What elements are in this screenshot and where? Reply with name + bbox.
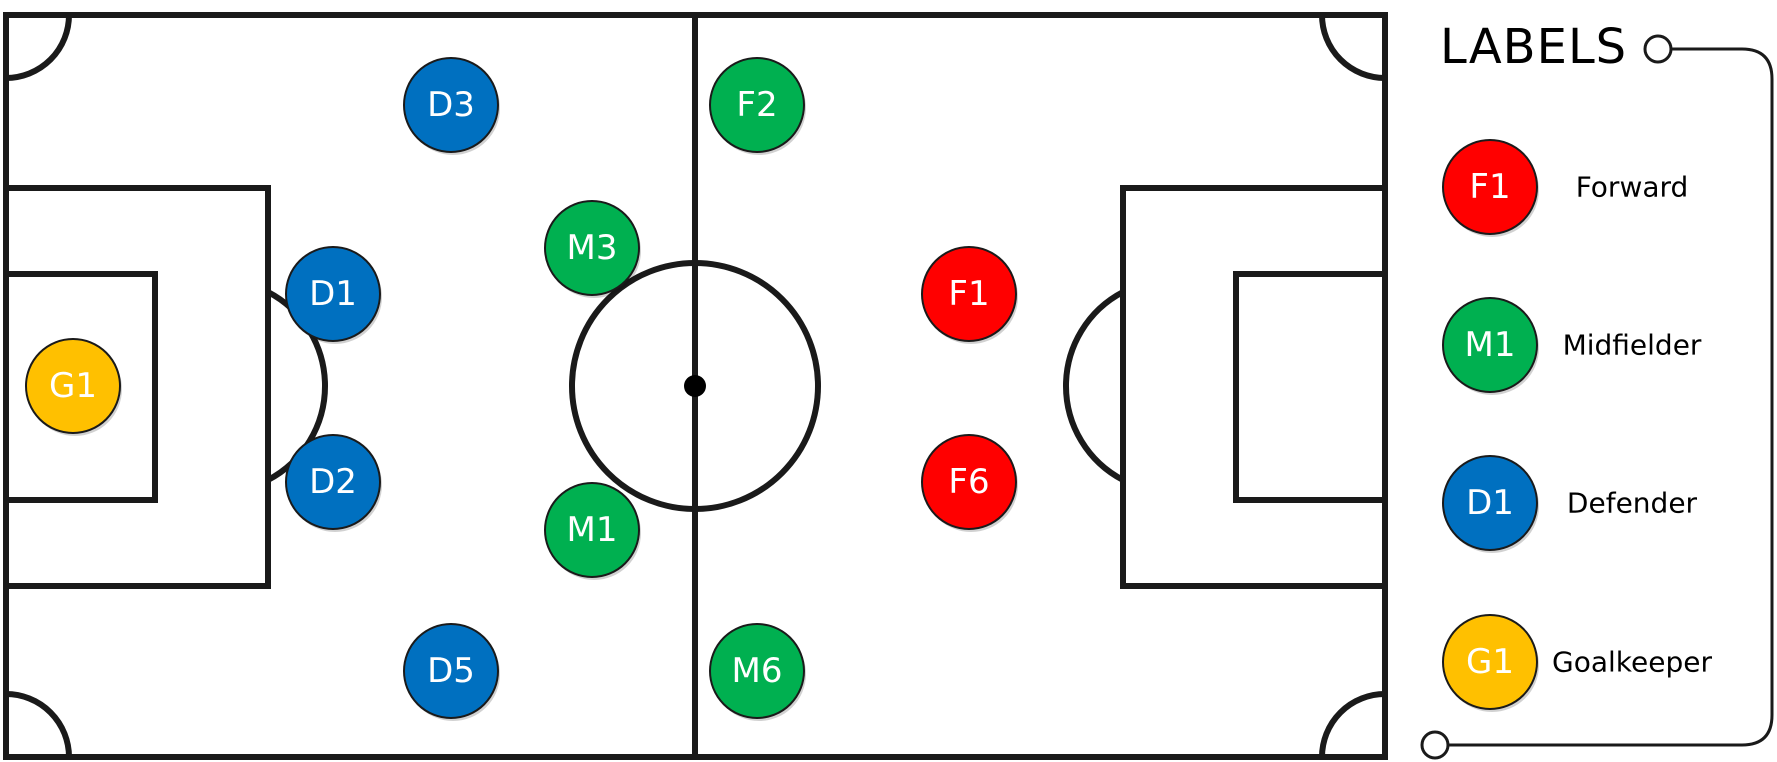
legend-badge-forward: F1 <box>1442 139 1539 237</box>
player-m3-label: M3 <box>567 228 618 268</box>
player-f6-circle <box>921 434 1017 530</box>
legend-label-forward: Forward <box>1576 171 1689 204</box>
player-m6: M6 <box>709 623 806 721</box>
player-f2-label: F2 <box>736 85 777 125</box>
player-m6-label: M6 <box>732 651 783 691</box>
player-d2-label: D2 <box>309 462 357 502</box>
player-f2-circle <box>709 57 805 153</box>
legend-border <box>1448 47 1774 747</box>
player-m3: M3 <box>544 200 641 298</box>
legend-label-midfielder: Midfielder <box>1563 329 1702 362</box>
player-m1-label: M1 <box>567 510 618 550</box>
legend-frame <box>1420 34 1774 760</box>
corner-arc-top-left <box>5 14 72 81</box>
right-penalty-area <box>1120 185 1388 589</box>
player-d5-circle <box>403 623 499 719</box>
player-f2: F2 <box>709 57 806 155</box>
legend-connector-bottom <box>1420 730 1450 760</box>
player-d3: D3 <box>403 57 500 155</box>
center-spot <box>684 375 706 397</box>
player-f6: F6 <box>921 434 1018 532</box>
player-d1-circle <box>285 246 381 342</box>
legend-item-goalkeeper: G1 Goalkeeper <box>1442 614 1712 712</box>
player-d5-label: D5 <box>427 651 475 691</box>
legend-badge-forward-circle <box>1442 139 1538 235</box>
player-f1-label: F1 <box>948 274 989 314</box>
legend-item-forward: F1 Forward <box>1442 139 1689 237</box>
legend-badge-midfielder-label: M1 <box>1465 325 1516 365</box>
legend-badge-midfielder: M1 <box>1442 297 1539 395</box>
player-g1-label: G1 <box>49 366 97 406</box>
legend-badge-midfielder-circle <box>1442 297 1538 393</box>
player-f6-label: F6 <box>948 462 989 502</box>
right-penalty-arc <box>1063 289 1125 483</box>
player-m1: M1 <box>544 482 641 580</box>
legend-item-defender: D1 Defender <box>1442 455 1698 553</box>
corner-arc-bottom-left <box>5 691 72 758</box>
player-m3-circle <box>544 200 640 296</box>
right-goal-area <box>1233 271 1388 503</box>
player-f1: F1 <box>921 246 1018 344</box>
player-d1: D1 <box>285 246 382 344</box>
player-m6-circle <box>709 623 805 719</box>
player-g1: G1 <box>25 338 122 436</box>
legend-badge-defender-circle <box>1442 455 1538 551</box>
player-d1-label: D1 <box>309 274 357 314</box>
legend-badge-goalkeeper: G1 <box>1442 614 1539 712</box>
legend-label-goalkeeper: Goalkeeper <box>1552 646 1712 679</box>
player-d2: D2 <box>285 434 382 532</box>
legend-label-defender: Defender <box>1567 487 1698 520</box>
legend-badge-goalkeeper-circle <box>1442 614 1538 710</box>
player-m1-circle <box>544 482 640 578</box>
left-goal-area <box>3 271 158 503</box>
player-d5: D5 <box>403 623 500 721</box>
legend-badge-forward-label: F1 <box>1469 167 1510 207</box>
legend-badge-defender-label: D1 <box>1466 483 1514 523</box>
corner-arc-bottom-right <box>1319 691 1386 758</box>
legend-connector-top <box>1643 34 1673 64</box>
center-circle <box>569 260 821 512</box>
pitch <box>3 12 1388 760</box>
player-g1-circle <box>25 338 121 434</box>
player-f1-circle <box>921 246 1017 342</box>
legend-badge-defender: D1 <box>1442 455 1539 553</box>
player-d2-circle <box>285 434 381 530</box>
legend-title: LABELS <box>1440 19 1627 75</box>
legend-badge-goalkeeper-label: G1 <box>1466 642 1514 682</box>
corner-arc-top-right <box>1319 14 1386 81</box>
player-d3-label: D3 <box>427 85 475 125</box>
legend-item-midfielder: M1 Midfielder <box>1442 297 1702 395</box>
player-d3-circle <box>403 57 499 153</box>
